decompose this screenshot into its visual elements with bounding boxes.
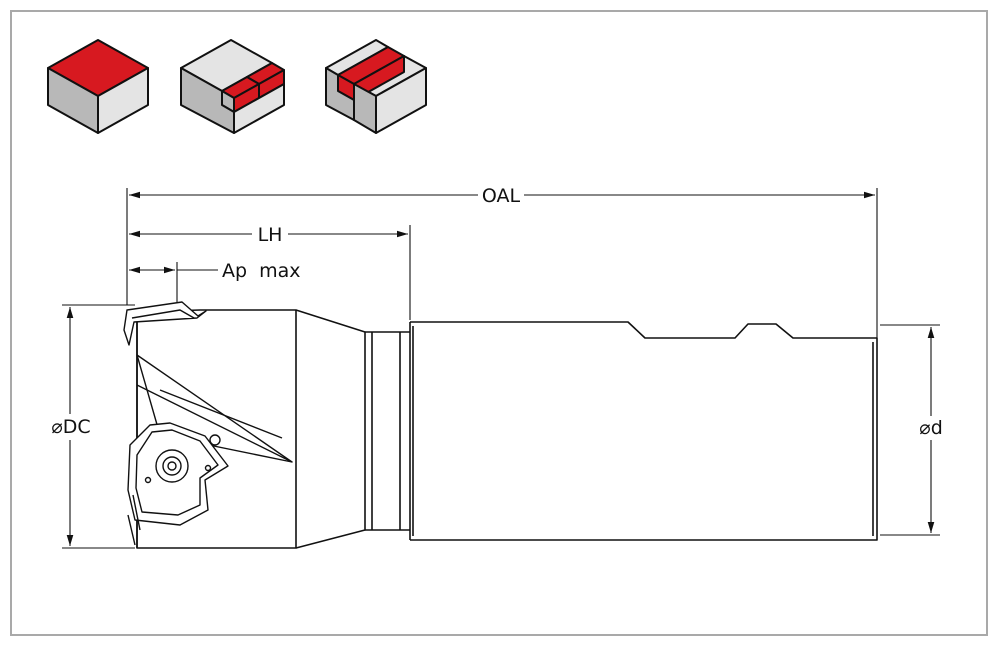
- cutting-insert-top: [123, 301, 207, 346]
- d-label: ⌀d: [919, 417, 943, 439]
- extension-lines: [62, 188, 940, 549]
- cutting-insert-front: [127, 354, 293, 546]
- lh-label: LH: [258, 224, 283, 246]
- oal-label: OAL: [482, 185, 521, 207]
- face-milling-cube-icon: [47, 39, 149, 134]
- shoulder-milling-cube-icon: [180, 39, 285, 134]
- dc-label: ⌀DC: [51, 416, 90, 438]
- ap-max-label: Ap max: [222, 260, 301, 282]
- slot-milling-cube-icon: [325, 39, 427, 134]
- milling-tool-outline: [136, 309, 878, 549]
